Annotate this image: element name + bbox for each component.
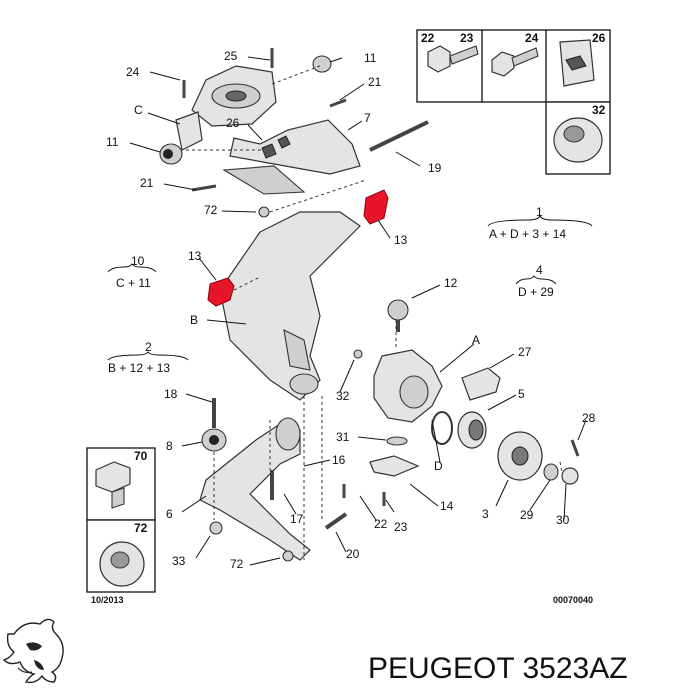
label-b: B <box>190 313 198 327</box>
footer-date: 10/2013 <box>91 595 124 605</box>
label-2: 2 <box>145 340 152 354</box>
strut-mount <box>175 65 277 151</box>
brand-part-number: PEUGEOT 3523AZ <box>368 652 628 685</box>
ball-joint <box>387 299 409 332</box>
label-1: 1 <box>536 205 543 219</box>
label-d: D <box>434 459 443 473</box>
formula-2: B + 12 + 13 <box>108 361 170 375</box>
label-17: 17 <box>290 512 304 526</box>
label-33: 33 <box>172 554 186 568</box>
formula-1: A + D + 3 + 14 <box>489 227 566 241</box>
steering-knuckle <box>219 211 361 401</box>
label-25: 25 <box>224 49 238 63</box>
label-19: 19 <box>428 161 442 175</box>
label-24: 24 <box>126 65 140 79</box>
label-21-left: 21 <box>140 176 154 190</box>
label-14: 14 <box>440 499 454 513</box>
label-18: 18 <box>164 387 178 401</box>
label-29: 29 <box>520 508 534 522</box>
label-13-left: 13 <box>188 249 202 263</box>
label-8: 8 <box>166 439 173 453</box>
inset-left: 70 72 <box>86 447 156 593</box>
inset-label-70: 70 <box>134 449 148 463</box>
label-27: 27 <box>518 345 532 359</box>
inset-label-24: 24 <box>525 31 539 45</box>
bushing-8 <box>201 428 227 452</box>
lower-arm <box>199 417 311 561</box>
label-30: 30 <box>556 513 570 527</box>
label-5: 5 <box>518 387 525 401</box>
label-26: 26 <box>226 116 240 130</box>
formula-braces <box>107 214 593 361</box>
label-72-bottom: 72 <box>230 557 244 571</box>
wheel-hub <box>497 431 543 481</box>
peugeot-lion-logo <box>2 618 64 684</box>
red-bushings <box>207 189 389 307</box>
inset-label-32: 32 <box>592 103 606 117</box>
label-11-left: 11 <box>106 135 119 149</box>
upper-arm <box>222 119 361 195</box>
wheel-bearing <box>457 411 487 449</box>
part-labels: 25 11 24 21 C 26 7 11 19 21 72 13 10 C +… <box>106 49 596 571</box>
guide-lines <box>186 65 563 560</box>
inset-label-26: 26 <box>592 31 606 45</box>
inset-top-right: 22 23 24 26 32 <box>416 29 611 175</box>
label-12: 12 <box>444 276 458 290</box>
label-72-top: 72 <box>204 203 218 217</box>
inset-label-72: 72 <box>134 521 148 535</box>
label-23: 23 <box>394 520 408 534</box>
inset-label-22: 22 <box>421 31 435 45</box>
bushing-11-left <box>159 143 183 165</box>
label-c: C <box>134 103 143 117</box>
label-7: 7 <box>364 111 371 125</box>
formula-4: D + 29 <box>518 285 554 299</box>
label-21-top: 21 <box>368 75 382 89</box>
label-22: 22 <box>374 517 388 531</box>
footer-code: 00070040 <box>553 595 593 605</box>
bushing-11-top <box>312 55 332 73</box>
leader-lines <box>129 56 587 566</box>
label-6: 6 <box>166 507 173 521</box>
label-32: 32 <box>336 389 350 403</box>
label-16: 16 <box>332 453 346 467</box>
label-3: 3 <box>482 507 489 521</box>
label-4: 4 <box>536 263 543 277</box>
label-31: 31 <box>336 430 350 444</box>
label-11-top: 11 <box>364 51 377 65</box>
formula-10: C + 11 <box>116 276 151 290</box>
label-13-right: 13 <box>394 233 408 247</box>
inset-label-23: 23 <box>460 31 474 45</box>
label-20: 20 <box>346 547 360 561</box>
label-a: A <box>472 333 480 347</box>
label-10: 10 <box>131 254 145 268</box>
label-28: 28 <box>582 411 596 425</box>
hub-carrier <box>373 349 443 423</box>
